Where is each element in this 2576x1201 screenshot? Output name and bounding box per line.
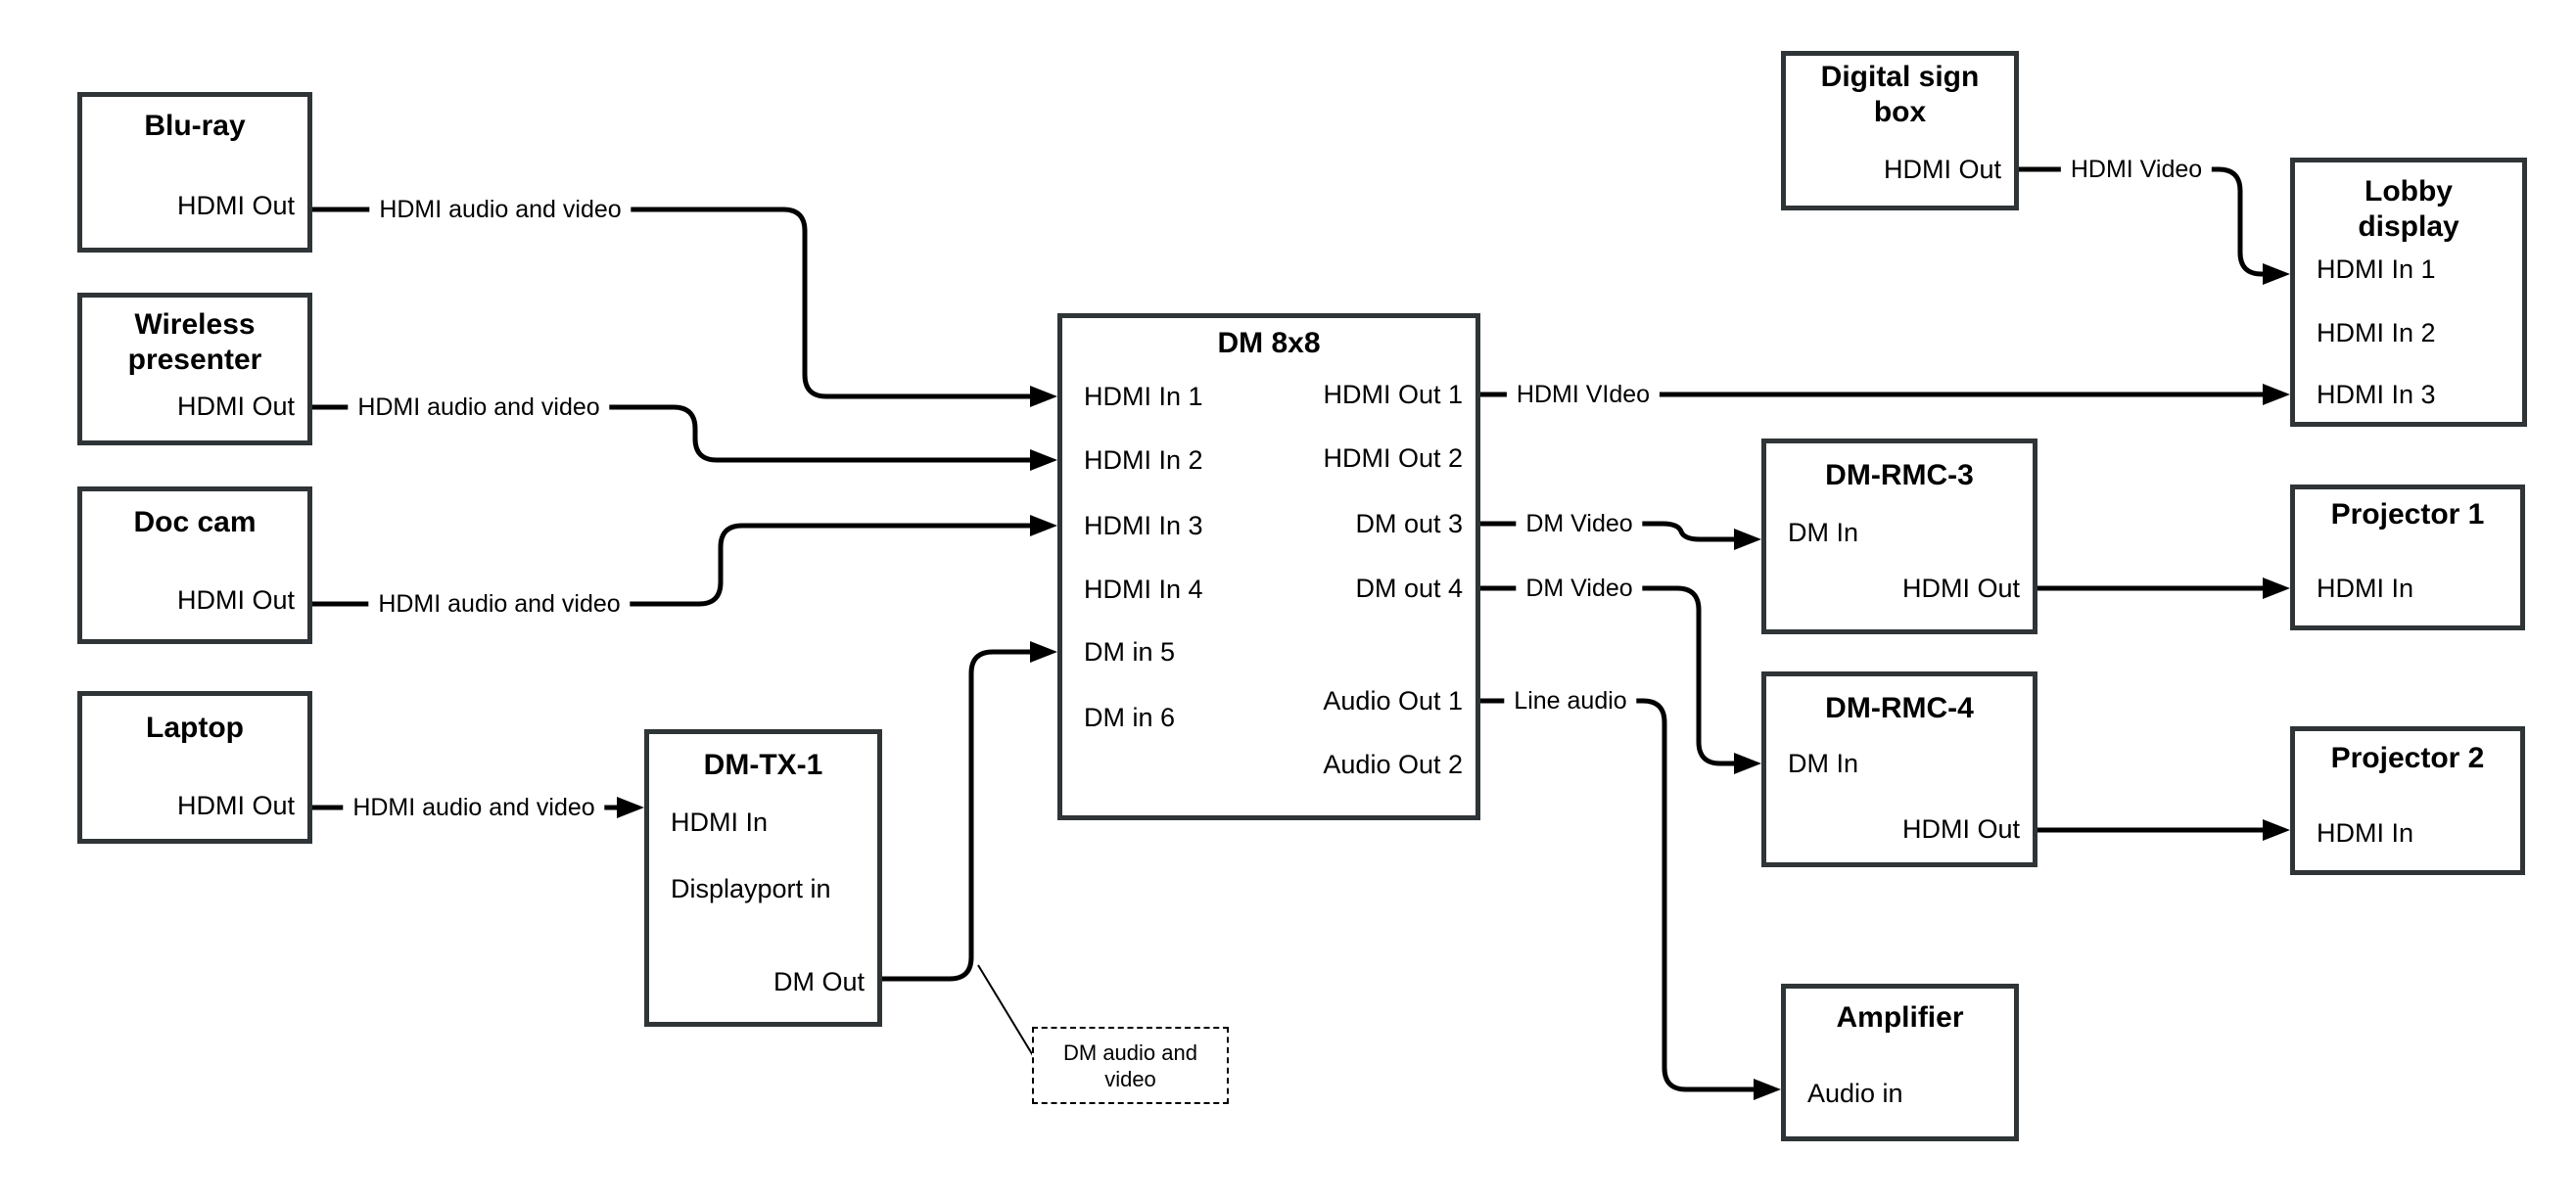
connector-bluray-to-dm8x8-in1 <box>312 207 1034 399</box>
port-lobby-hdmi-in-1: HDMI In 1 <box>2317 254 2436 284</box>
annotation-callout-line <box>977 964 1035 1058</box>
port-wireless-hdmi-out: HDMI Out <box>176 392 295 421</box>
node-doc-cam: Doc cam HDMI Out <box>77 486 312 644</box>
port-dm8x8-audio-out-2: Audio Out 2 <box>1323 750 1463 779</box>
node-laptop: Laptop HDMI Out <box>77 691 312 844</box>
node-title: DM-TX-1 <box>703 749 823 781</box>
edge-label-line-audio: Line audio <box>1504 686 1637 716</box>
port-dm8x8-hdmi-out-1: HDMI Out 1 <box>1323 380 1463 409</box>
port-bluray-hdmi-out: HDMI Out <box>176 191 295 220</box>
connector-dmtx1-to-dm8x8-in5 <box>882 649 1034 982</box>
port-lobby-hdmi-in-3: HDMI In 3 <box>2317 380 2436 409</box>
edge-label-hdmi-av-laptop: HDMI audio and video <box>343 793 605 822</box>
node-title: Doc cam <box>133 506 257 538</box>
port-rmc3-hdmi-out: HDMI Out <box>1901 574 2020 603</box>
port-rmc3-dm-in: DM In <box>1788 518 1859 547</box>
edge-label-hdmi-video-matrix: HDMI VIdeo <box>1506 380 1661 409</box>
edge-label-dm-video-out3: DM Video <box>1516 509 1643 538</box>
node-title: Digital sign box <box>1820 61 1980 128</box>
port-rmc4-hdmi-out: HDMI Out <box>1901 814 2020 844</box>
node-amplifier: Amplifier Audio in <box>1781 984 2019 1141</box>
port-dmtx1-displayport-in: Displayport in <box>671 874 831 903</box>
port-dm8x8-hdmi-in-3: HDMI In 3 <box>1084 511 1203 540</box>
annotation-dm-audio-and-video: DM audio and video <box>1032 1027 1229 1104</box>
port-dm8x8-hdmi-in-2: HDMI In 2 <box>1084 445 1203 475</box>
arrowhead-dm8x8-in5 <box>1030 641 1057 663</box>
port-projector2-hdmi-in: HDMI In <box>2317 818 2414 848</box>
node-title: Lobby display <box>2358 175 2459 243</box>
node-blu-ray: Blu-ray HDMI Out <box>77 92 312 253</box>
port-dmtx1-dm-out: DM Out <box>773 967 865 996</box>
node-title: Projector 1 <box>2330 498 2485 531</box>
port-dm8x8-dm-in-6: DM in 6 <box>1084 703 1176 732</box>
arrowhead-amplifier-audio-in <box>1754 1079 1781 1100</box>
annotation-text: DM audio and video <box>1063 1039 1197 1091</box>
port-amplifier-audio-in: Audio in <box>1807 1079 1903 1108</box>
node-title: Blu-ray <box>144 110 246 142</box>
edge-label-hdmi-av-doccam: HDMI audio and video <box>368 589 631 619</box>
arrowhead-lobby-in1 <box>2263 263 2290 285</box>
port-dm8x8-dm-in-5: DM in 5 <box>1084 637 1176 667</box>
node-title: Amplifier <box>1836 1001 1964 1034</box>
arrowhead-dm8x8-in1 <box>1030 386 1057 407</box>
port-digitalsign-hdmi-out: HDMI Out <box>1883 155 2001 184</box>
arrowhead-dm8x8-in3 <box>1030 515 1057 536</box>
arrowhead-rmc3-dm-in <box>1734 529 1761 550</box>
node-dm-rmc-4: DM-RMC-4 DM In HDMI Out <box>1761 671 2037 867</box>
port-laptop-hdmi-out: HDMI Out <box>176 791 295 820</box>
node-projector-2: Projector 2 HDMI In <box>2290 726 2525 875</box>
edge-label-hdmi-av-wireless: HDMI audio and video <box>348 393 610 422</box>
connector-dm8x8-out4-to-rmc4 <box>1480 585 1738 766</box>
arrowhead-lobby-in3 <box>2263 384 2290 405</box>
connector-wireless-to-dm8x8-in2 <box>312 404 1034 463</box>
arrowhead-dmtx1-hdmi-in <box>617 797 644 818</box>
connector-digitalsign-to-lobby-in1 <box>2019 166 2267 277</box>
node-title: DM-RMC-4 <box>1825 692 1974 724</box>
connector-doccam-to-dm8x8-in3 <box>312 523 1034 607</box>
port-dm8x8-audio-out-1: Audio Out 1 <box>1323 686 1463 716</box>
port-rmc4-dm-in: DM In <box>1788 749 1859 778</box>
node-title: Wireless presenter <box>127 308 262 376</box>
node-title: DM 8x8 <box>1217 327 1321 359</box>
node-projector-1: Projector 1 HDMI In <box>2290 485 2525 630</box>
arrowhead-rmc4-dm-in <box>1734 753 1761 774</box>
edge-label-hdmi-av-bluray: HDMI audio and video <box>369 195 632 224</box>
port-dm8x8-hdmi-out-2: HDMI Out 2 <box>1323 443 1463 473</box>
node-digital-sign-box: Digital sign box HDMI Out <box>1781 51 2019 210</box>
node-dm-rmc-3: DM-RMC-3 DM In HDMI Out <box>1761 439 2037 634</box>
arrowhead-dm8x8-in2 <box>1030 449 1057 471</box>
port-doccam-hdmi-out: HDMI Out <box>176 585 295 615</box>
arrowhead-projector1-hdmi-in <box>2263 577 2290 599</box>
connector-dm8x8-out3-to-rmc3 <box>1480 521 1738 542</box>
port-projector1-hdmi-in: HDMI In <box>2317 574 2414 603</box>
edge-label-dm-video-out4: DM Video <box>1516 574 1643 603</box>
port-dm8x8-hdmi-in-4: HDMI In 4 <box>1084 575 1203 604</box>
node-title: Laptop <box>146 712 244 744</box>
node-dm-tx-1: DM-TX-1 HDMI In Displayport in DM Out <box>644 729 882 1027</box>
port-dm8x8-dm-out-3: DM out 3 <box>1355 509 1463 538</box>
node-title: DM-RMC-3 <box>1825 459 1974 491</box>
node-lobby-display: Lobby display HDMI In 1 HDMI In 2 HDMI I… <box>2290 158 2527 427</box>
node-dm-8x8: DM 8x8 HDMI In 1 HDMI In 2 HDMI In 3 HDM… <box>1057 313 1480 820</box>
node-wireless-presenter: Wireless presenter HDMI Out <box>77 293 312 445</box>
arrowhead-projector2-hdmi-in <box>2263 819 2290 841</box>
edge-label-hdmi-video-sign: HDMI Video <box>2060 155 2213 184</box>
port-dm8x8-hdmi-in-1: HDMI In 1 <box>1084 382 1203 411</box>
node-title: Projector 2 <box>2330 742 2485 774</box>
port-dm8x8-dm-out-4: DM out 4 <box>1355 574 1463 603</box>
port-dmtx1-hdmi-in: HDMI In <box>671 808 769 837</box>
port-lobby-hdmi-in-2: HDMI In 2 <box>2317 318 2436 347</box>
connector-dm8x8-audio1-to-amplifier <box>1480 698 1757 1092</box>
